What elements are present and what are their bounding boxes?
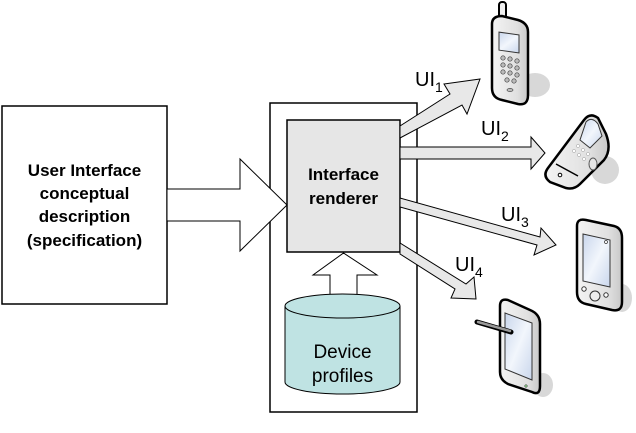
renderer-line-2: renderer <box>309 189 378 208</box>
ui3-subscript: 3 <box>521 214 529 230</box>
ui1-subscript: 1 <box>435 79 443 95</box>
svg-text:UI3: UI3 <box>501 204 529 230</box>
ui4-text: UI <box>455 254 475 276</box>
ui4-subscript: 4 <box>475 264 483 280</box>
spec-line-4: (specification) <box>27 231 142 250</box>
spec-line-1: User Interface <box>28 161 141 180</box>
label-ui4: UI4 <box>455 254 483 280</box>
interface-renderer-box: Interface renderer <box>286 119 401 253</box>
ui3-text: UI <box>501 204 521 226</box>
output-arrow-ui4 <box>399 242 477 300</box>
output-arrow-ui1 <box>399 78 481 139</box>
renderer-line-1: Interface <box>308 165 379 184</box>
flip-phone-icon <box>544 114 619 190</box>
ui2-subscript: 2 <box>501 128 509 144</box>
spec-line-3: description <box>39 207 131 226</box>
profiles-line-2: profiles <box>312 366 373 387</box>
cell-phone-icon <box>490 1 550 106</box>
output-arrow-ui3 <box>399 197 557 256</box>
tablet-with-stylus-icon <box>474 298 553 397</box>
label-ui1: UI1 <box>415 69 443 95</box>
svg-text:UI4: UI4 <box>455 254 483 280</box>
spec-line-2: conceptual <box>40 184 130 203</box>
device-profiles-database: Device profiles <box>284 293 401 395</box>
profiles-line-1: Device <box>313 342 371 363</box>
ui2-text: UI <box>481 118 501 140</box>
pda-icon <box>575 218 632 312</box>
svg-text:UI1: UI1 <box>415 69 443 95</box>
output-arrow-ui2 <box>399 135 546 171</box>
input-arrow <box>166 157 288 253</box>
specification-box: User Interface conceptual description (s… <box>1 105 168 305</box>
ui1-text: UI <box>415 69 435 91</box>
label-ui3: UI3 <box>501 204 529 230</box>
label-ui2: UI2 <box>481 118 509 144</box>
svg-text:UI2: UI2 <box>481 118 509 144</box>
